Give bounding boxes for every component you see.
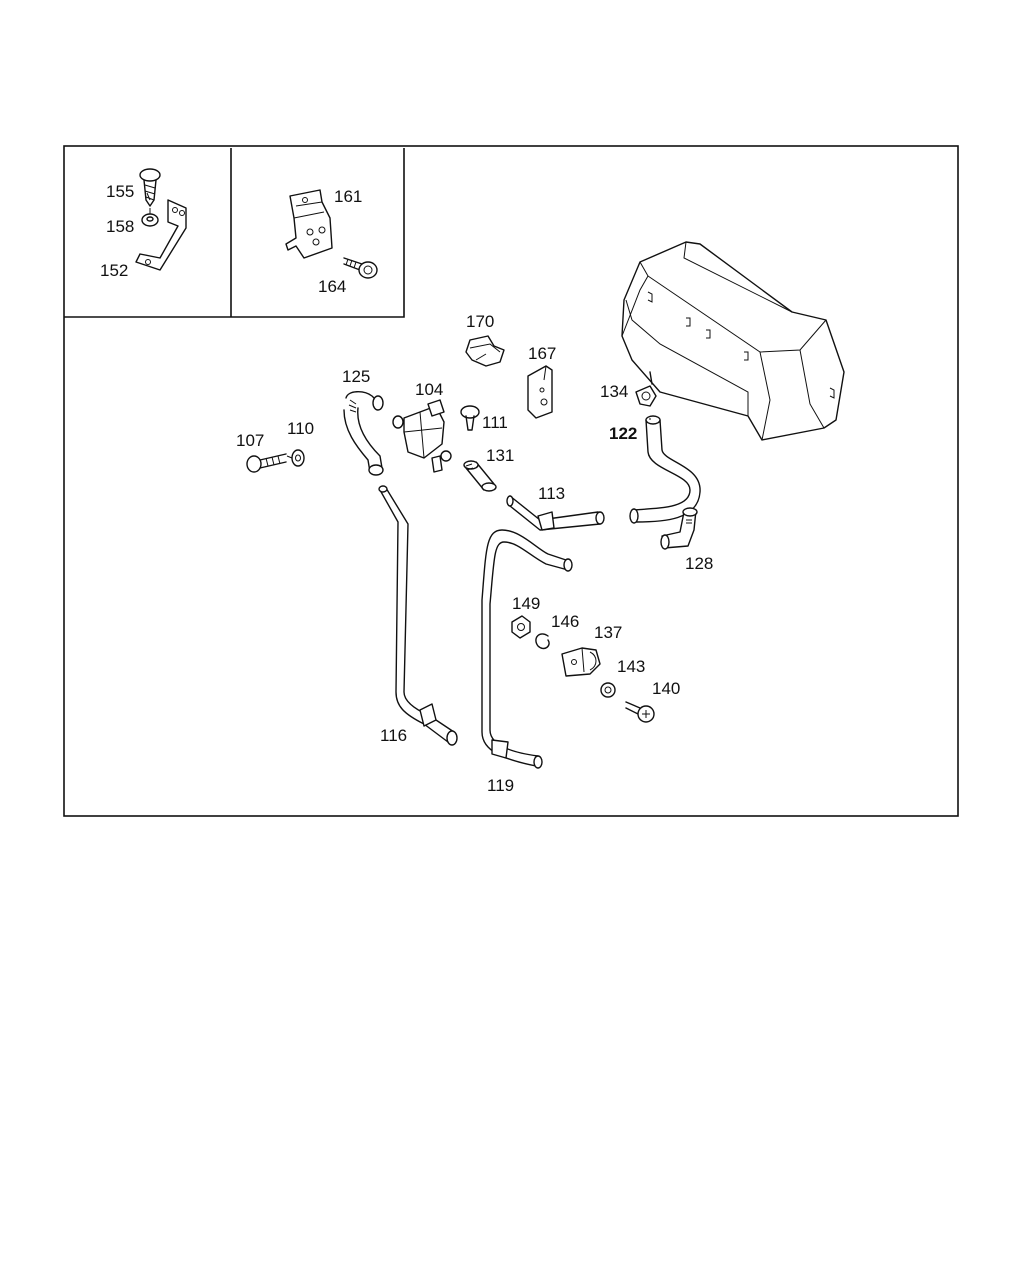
inset-divider <box>64 148 405 318</box>
callout-164: 164 <box>318 277 346 296</box>
callout-107: 107 <box>236 431 264 450</box>
heater-housing <box>621 241 845 441</box>
callout-146: 146 <box>551 612 579 631</box>
callout-116: 116 <box>380 726 407 745</box>
callout-110: 110 <box>287 419 314 438</box>
callout-119: 119 <box>487 776 514 795</box>
callout-111: 111 <box>482 413 508 432</box>
screw-140 <box>625 701 655 723</box>
hose-125 <box>343 391 384 476</box>
pipe-119 <box>481 529 573 769</box>
clip-111 <box>460 405 480 431</box>
bolt-164 <box>343 257 378 279</box>
clamp-137 <box>561 647 601 677</box>
bracket-152 <box>135 199 187 271</box>
screw-107 <box>246 453 287 473</box>
callout-170: 170 <box>466 312 494 331</box>
hose-128 <box>660 507 698 550</box>
callout-158: 158 <box>106 217 134 236</box>
callout-131: 131 <box>486 446 514 465</box>
tube-131 <box>463 460 497 492</box>
washer-146 <box>535 633 550 650</box>
callout-125: 125 <box>342 367 370 386</box>
callout-122: 122 <box>609 424 637 443</box>
pipe-113 <box>506 495 605 531</box>
hose-122 <box>629 415 701 524</box>
callout-155: 155 <box>106 182 134 201</box>
diagram-frame <box>63 145 959 817</box>
callout-143: 143 <box>617 657 645 676</box>
callout-137: 137 <box>594 623 622 642</box>
callout-128: 128 <box>685 554 713 573</box>
nut-149 <box>511 615 531 639</box>
washer-110 <box>291 449 305 467</box>
callout-113: 113 <box>538 484 565 503</box>
washer-143 <box>600 682 616 698</box>
callout-104: 104 <box>415 380 443 399</box>
callout-167: 167 <box>528 344 556 363</box>
bracket-161 <box>285 189 333 259</box>
callout-140: 140 <box>652 679 680 698</box>
bracket-167 <box>527 365 553 419</box>
callout-161: 161 <box>334 187 362 206</box>
clip-170 <box>465 335 505 367</box>
screw-155 <box>139 168 161 207</box>
clip-134 <box>635 385 657 407</box>
callout-149: 149 <box>512 594 540 613</box>
valve-104 <box>392 399 452 473</box>
callout-134: 134 <box>600 382 628 401</box>
callout-152: 152 <box>100 261 128 280</box>
washer-158 <box>141 213 159 227</box>
pipe-116 <box>378 485 458 746</box>
